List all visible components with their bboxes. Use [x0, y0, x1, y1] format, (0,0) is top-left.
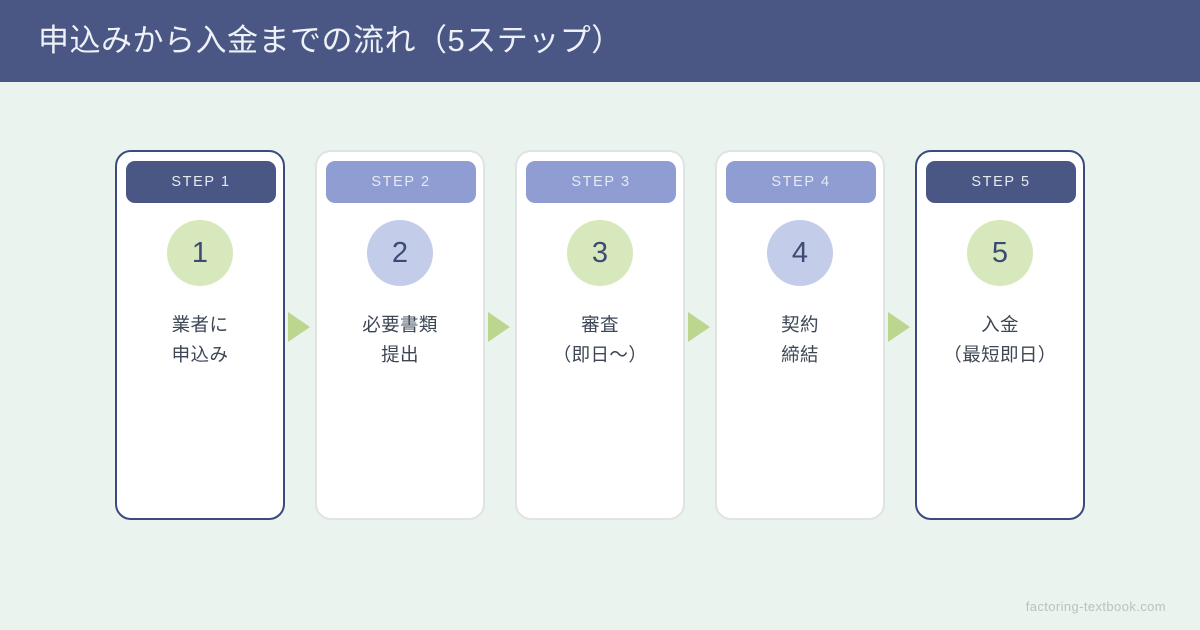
step-number-circle-2: 2	[367, 220, 433, 286]
step-label-4: 契約締結	[723, 310, 877, 370]
step-card-1[interactable]: STEP 1 1 業者に申込み	[115, 150, 285, 520]
step-number-circle-1: 1	[167, 220, 233, 286]
step-card-3[interactable]: STEP 3 3 審査 （即日〜）	[515, 150, 685, 520]
arrow-right-icon-4	[888, 312, 910, 342]
arrow-right-icon-3	[688, 312, 710, 342]
step-badge-2: STEP 2	[326, 161, 476, 203]
step-label-line2-2: 提出	[381, 344, 419, 365]
footer-watermark: factoring-textbook.com	[1025, 599, 1166, 614]
step-label-line1-4: 契約	[781, 314, 819, 335]
step-label-line2-5: （最短即日）	[943, 344, 1057, 365]
step-label-5: 入金 （最短即日）	[923, 310, 1077, 370]
step-label-line1-1: 業者に	[171, 314, 229, 335]
arrow-right-icon-2	[488, 312, 510, 342]
step-card-2[interactable]: STEP 2 2 必要書類提出	[315, 150, 485, 520]
step-label-1: 業者に申込み	[123, 310, 277, 370]
step-label-line2-1: 申込み	[171, 344, 229, 365]
step-label-line1-2: 必要書類	[362, 314, 438, 335]
step-badge-1: STEP 1	[126, 161, 276, 203]
step-badge-4: STEP 4	[726, 161, 876, 203]
step-card-4[interactable]: STEP 4 4 契約締結	[715, 150, 885, 520]
step-card-5[interactable]: STEP 5 5 入金 （最短即日）	[915, 150, 1085, 520]
step-label-line2-3: （即日〜）	[552, 344, 648, 365]
step-badge-3: STEP 3	[526, 161, 676, 203]
page-title: 申込みから入金までの流れ（5ステップ）	[38, 23, 623, 58]
step-label-2: 必要書類提出	[323, 310, 477, 370]
step-number-circle-4: 4	[767, 220, 833, 286]
step-badge-5: STEP 5	[926, 161, 1076, 203]
step-number-circle-3: 3	[567, 220, 633, 286]
arrow-right-icon-1	[288, 312, 310, 342]
step-label-line2-4: 締結	[781, 344, 819, 365]
step-label-line1-3: 審査	[581, 314, 619, 335]
header-bar: 申込みから入金までの流れ（5ステップ）	[0, 0, 1200, 82]
step-number-circle-5: 5	[967, 220, 1033, 286]
step-label-3: 審査 （即日〜）	[523, 310, 677, 370]
steps-container: STEP 1 1 業者に申込み STEP 2 2 必要書類提出 STEP 3 3 審査 （即日〜）…	[0, 82, 1200, 630]
step-label-line1-5: 入金	[981, 314, 1019, 335]
